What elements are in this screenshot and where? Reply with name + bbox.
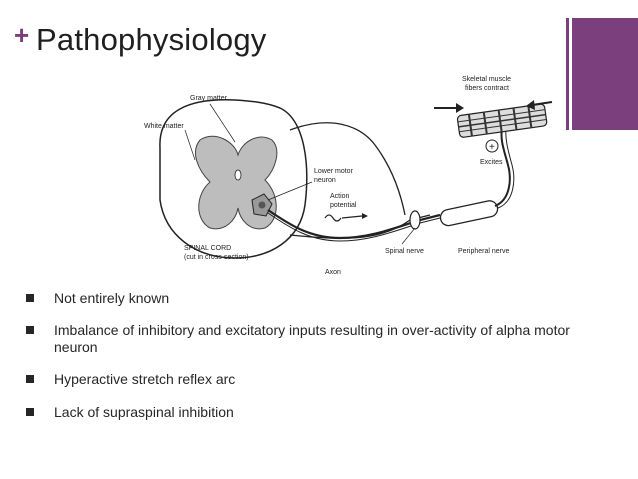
excites-plus-circle (485, 139, 499, 153)
label-lower-motor-neuron-2: neuron (314, 177, 336, 184)
contract-arrowhead-right (526, 100, 535, 110)
label-spinal-cord-1: SPINAL CORD (184, 245, 231, 252)
excites-plus-sign: + (489, 142, 495, 153)
bullet-square-icon (26, 294, 34, 302)
bullet-square-icon (26, 375, 34, 383)
bullet-square-icon (26, 408, 34, 416)
gray-matter-leader (209, 103, 236, 143)
accent-bar-thick (572, 18, 638, 130)
bullet-list: Not entirely known Imbalance of inhibito… (22, 290, 612, 421)
slide-title: Pathophysiology (36, 22, 267, 57)
label-skeletal-muscle-2: fibers contract (465, 85, 509, 92)
lower-motor-neuron-leader (267, 181, 313, 201)
label-peripheral-nerve: Peripheral nerve (458, 248, 509, 255)
ventral-root (289, 122, 406, 216)
label-gray-matter: Gray matter (190, 95, 228, 102)
label-skeletal-muscle-1: Skeletal muscle (462, 76, 511, 83)
nerve-to-muscle (494, 127, 511, 207)
label-axon: Axon (325, 269, 341, 276)
central-canal (234, 169, 242, 181)
accent-bar-thin (566, 18, 569, 130)
contract-arrow-right (531, 101, 553, 106)
spinal-cord-diagram: + Gray matter White matter Lower motor n… (144, 76, 553, 276)
peripheral-nerve-cylinder (439, 200, 499, 227)
axon-path-inner (267, 212, 441, 242)
bullet-text: Hyperactive stretch reflex arc (54, 371, 236, 387)
bullet-item: Imbalance of inhibitory and excitatory i… (22, 322, 612, 356)
spinal-cord-outline (159, 99, 308, 259)
skeletal-muscle (456, 103, 548, 138)
spinal-nerve-end (409, 210, 421, 230)
contract-arrowhead-left (456, 103, 464, 113)
label-action-potential-2: potential (330, 202, 357, 209)
label-spinal-cord-2: (cut in cross-section) (184, 254, 249, 261)
action-potential-arrow (341, 215, 363, 219)
white-matter-leader (184, 129, 196, 161)
action-potential-arrowhead (362, 213, 368, 219)
label-spinal-nerve: Spinal nerve (385, 248, 424, 255)
bullet-text: Imbalance of inhibitory and excitatory i… (54, 322, 570, 355)
nerve-to-muscle-inner (497, 127, 515, 209)
bullet-item: Lack of supraspinal inhibition (22, 404, 612, 421)
plus-icon: + (14, 20, 30, 50)
motor-neuron-nucleus (258, 201, 266, 209)
bullet-text: Lack of supraspinal inhibition (54, 404, 234, 420)
bullet-item: Not entirely known (22, 290, 612, 307)
label-white-matter: White matter (144, 123, 184, 130)
action-potential-wave (324, 214, 342, 222)
label-action-potential-1: Action (330, 193, 350, 200)
spinal-nerve-leader (401, 227, 416, 245)
label-lower-motor-neuron-1: Lower motor (314, 168, 354, 175)
bullet-square-icon (26, 326, 34, 334)
label-excites: Excites (480, 159, 503, 166)
axon-path (267, 209, 441, 240)
bullet-text: Not entirely known (54, 290, 170, 306)
bullet-item: Hyperactive stretch reflex arc (22, 371, 612, 388)
